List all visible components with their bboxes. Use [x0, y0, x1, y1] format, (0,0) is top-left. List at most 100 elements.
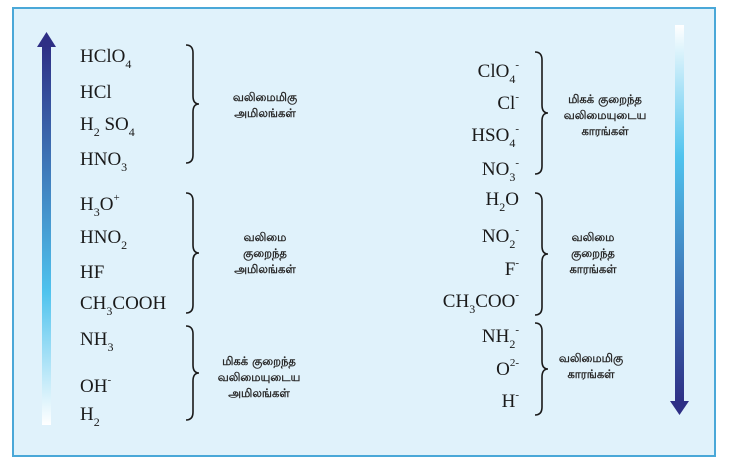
- brace-very-weak-bases: [534, 51, 549, 175]
- label-line: அமிலங்கள்: [234, 262, 296, 276]
- formula-text: HF: [80, 262, 105, 283]
- label-line: அமிலங்கள்: [234, 106, 296, 120]
- formula-text: NH: [80, 329, 108, 350]
- subscript: 2: [509, 337, 516, 351]
- label-line: வலிமைமிகு: [232, 90, 298, 104]
- label-weak-acids: வலிமை குறைந்த அமிலங்கள்: [200, 229, 330, 277]
- acid-formula: HCl: [80, 83, 112, 102]
- label-strong-bases: வலிமைமிகு காரங்கள்: [526, 350, 656, 382]
- formula-text: ClO: [477, 61, 510, 82]
- base-formula: ClO4-: [477, 59, 519, 86]
- formula-text: HNO: [80, 149, 122, 170]
- label-line: வலிமையுடைய: [217, 370, 301, 384]
- subscript: 2: [499, 200, 506, 214]
- base-formula: O2-: [496, 357, 519, 380]
- superscript: 2-: [509, 357, 519, 369]
- brace-strong-bases: [534, 322, 549, 416]
- base-formula: H2O: [486, 190, 519, 213]
- subscript: 2: [509, 237, 516, 251]
- base-strength-arrow-down: [670, 25, 689, 415]
- base-formula: NO2-: [482, 224, 519, 251]
- superscript: +: [113, 192, 120, 204]
- label-weak-bases: வலிமை குறைந்த காரங்கள்: [528, 229, 658, 277]
- formula-text: H: [501, 391, 516, 412]
- label-line: வலிமைமிகு: [558, 351, 624, 365]
- superscript: -: [515, 123, 519, 135]
- base-formula: CH3COO-: [443, 289, 519, 316]
- label-very-weak-acids: மிகக் குறைந்த வலிமையுடைய அமிலங்கள்: [194, 353, 324, 401]
- subscript: 2: [93, 415, 100, 429]
- superscript: -: [515, 157, 519, 169]
- formula-text: HNO: [80, 227, 122, 248]
- label-line: குறைந்த: [243, 246, 287, 260]
- superscript: -: [515, 389, 519, 401]
- formula-text: HClO: [80, 46, 126, 67]
- superscript: -: [515, 289, 519, 301]
- brace-weak-bases: [534, 192, 549, 316]
- formula-text: COO: [475, 291, 516, 312]
- superscript: -: [515, 59, 519, 71]
- subscript: 4: [509, 72, 516, 86]
- superscript: -: [107, 374, 112, 386]
- formula-text: H: [485, 189, 500, 210]
- formula-text: H: [80, 194, 94, 215]
- brace-very-weak-acids: [185, 325, 200, 421]
- base-formula: HSO4-: [471, 123, 519, 150]
- formula-text: O: [99, 194, 114, 215]
- base-formula: NH2-: [481, 324, 519, 351]
- label-line: அமிலங்கள்: [228, 386, 290, 400]
- formula-text: HCl: [80, 82, 112, 103]
- formula-text: Cl: [497, 93, 516, 114]
- subscript: 2: [121, 238, 128, 252]
- label-line: மிகக் குறைந்த: [222, 354, 296, 368]
- superscript: -: [515, 324, 519, 336]
- label-line: வலிமை: [571, 230, 615, 244]
- acid-formula: H2 SO4: [80, 115, 135, 138]
- formula-text: SO: [99, 114, 129, 135]
- diagram-frame: [12, 7, 716, 457]
- formula-text: H: [80, 404, 94, 425]
- subscript: 3: [106, 304, 113, 318]
- label-strong-acids: வலிமைமிகு அமிலங்கள்: [200, 89, 330, 121]
- acid-formula: CH3COOH: [80, 294, 166, 317]
- braces: [185, 44, 549, 421]
- acid-formula: HNO2: [80, 228, 127, 251]
- base-formula: Cl-: [497, 91, 519, 114]
- acid-formula: H2: [80, 405, 100, 428]
- label-line: காரங்கள்: [569, 262, 617, 276]
- label-line: மிகக் குறைந்த: [568, 92, 642, 106]
- formula-text: CH: [80, 293, 107, 314]
- subscript: 4: [128, 125, 135, 139]
- subscript: 3: [107, 340, 114, 354]
- label-very-weak-bases: மிகக் குறைந்த வலிமையுடைய காரங்கள்: [540, 91, 670, 139]
- formula-text: H: [80, 114, 94, 135]
- subscript: 4: [509, 136, 516, 150]
- label-line: வலிமை: [243, 230, 287, 244]
- subscript: 3: [469, 302, 476, 316]
- base-formula: H-: [501, 389, 519, 412]
- formula-text: O: [505, 189, 519, 210]
- acid-formula: H3O+: [80, 192, 120, 219]
- subscript: 4: [125, 57, 132, 71]
- label-line: காரங்கள்: [567, 367, 615, 381]
- label-line: குறைந்த: [571, 246, 615, 260]
- formula-text: NH: [481, 326, 510, 347]
- superscript: -: [515, 257, 519, 269]
- acid-formula: HClO4: [80, 47, 131, 70]
- formula-text: OH: [80, 376, 108, 397]
- base-formula: F-: [505, 257, 519, 280]
- formula-text: NO: [481, 159, 510, 180]
- label-line: வலிமையுடைய: [563, 108, 647, 122]
- label-line: காரங்கள்: [581, 124, 629, 138]
- acid-formula: HNO3: [80, 150, 127, 173]
- subscript: 3: [93, 205, 100, 219]
- superscript: -: [515, 224, 519, 236]
- brace-strong-acids: [185, 44, 200, 164]
- subscript: 2: [93, 125, 100, 139]
- acid-formula: HF: [80, 263, 104, 282]
- subscript: 3: [509, 170, 516, 184]
- formula-text: O: [496, 359, 510, 380]
- acid-formula: OH-: [80, 374, 112, 397]
- superscript: -: [515, 91, 519, 103]
